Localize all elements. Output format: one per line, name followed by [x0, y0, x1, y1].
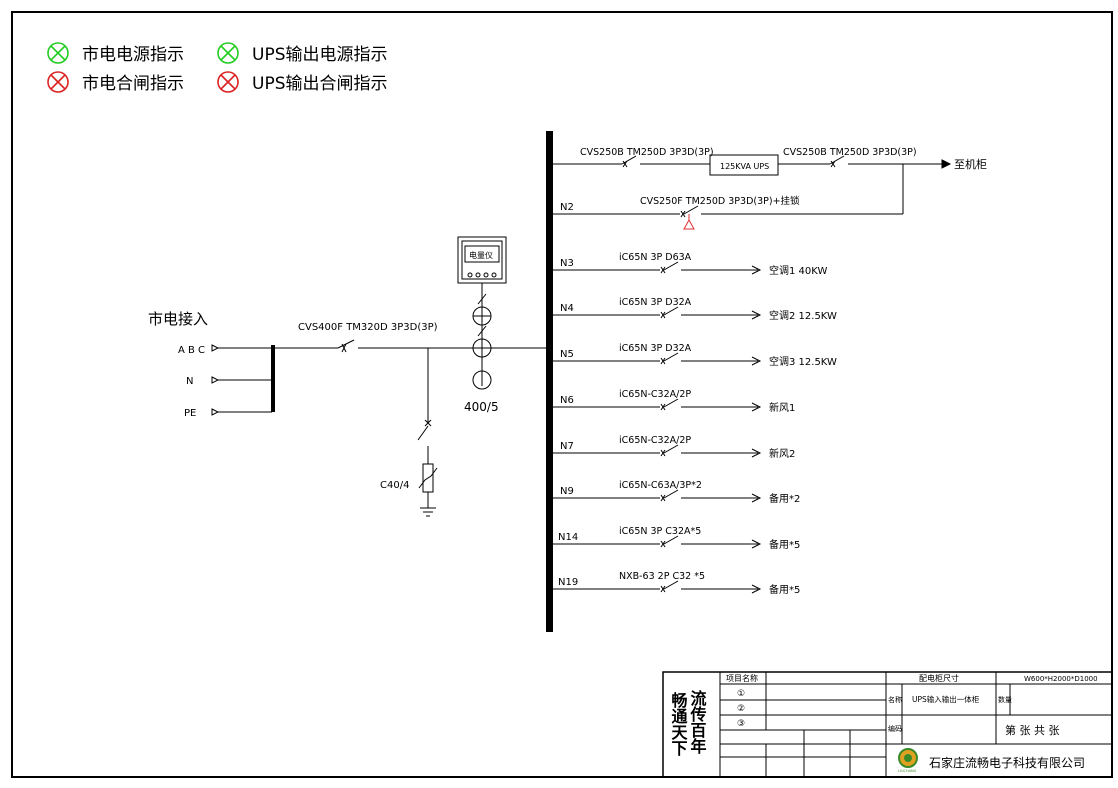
feeder-n5-wiring [553, 352, 762, 366]
sheet-label: 第 张 共 张 [1005, 723, 1060, 737]
ct-icon [472, 370, 492, 390]
legend-row-2: 市电合闸指示 UPS输出合闸指示 [46, 69, 410, 94]
meter-label: 电量仪 [469, 250, 493, 260]
feeder-n6-wiring [553, 398, 762, 412]
ups-input-breaker-label: CVS250B TM250D 3P3D(3P) [580, 147, 714, 158]
feeder-n3-load: 空调1 40KW [769, 264, 827, 277]
legend-item-ups-power: UPS输出电源指示 [216, 40, 388, 65]
incoming-title: 市电接入 [148, 310, 208, 328]
main-incoming-line [275, 339, 549, 353]
legend-item-mains-closed: 市电合闸指示 [46, 69, 184, 94]
ups-label: 125KVA UPS [720, 162, 769, 171]
feeder-n4-id: N4 [560, 303, 574, 314]
feeder-n19-breaker: NXB-63 2P C32 *5 [619, 571, 705, 582]
main-busbar [546, 131, 553, 632]
feeder-n7-id: N7 [560, 441, 574, 452]
power-meter [457, 236, 507, 386]
slogan-char: 畅通天下 [669, 691, 688, 757]
ct-icon [472, 338, 492, 358]
feeder-n6-load: 新风1 [769, 401, 795, 414]
item-header: 项目名称 [726, 673, 758, 683]
item-number: ③ [737, 719, 745, 729]
feeder-n2-wiring [553, 205, 903, 218]
incoming-busbar [271, 345, 275, 412]
ct-ratio-label: 400/5 [464, 400, 499, 414]
slogan-char: 流传百年 [688, 689, 708, 755]
feeder-n3-id: N3 [560, 258, 574, 269]
name-label: 名称 [888, 695, 902, 704]
feeder-n19-load: 备用*5 [769, 583, 800, 596]
indicator-lamp-icon [47, 70, 69, 93]
terminal-arrow-icon [211, 344, 220, 352]
terminal-arrow-icon [211, 408, 220, 416]
ups-output-breaker-label: CVS250B TM250D 3P3D(3P) [783, 147, 917, 158]
phase-label-n: N [186, 376, 193, 387]
feeder-n5-breaker: iC65N 3P D32A [619, 343, 692, 354]
legend-label: UPS输出电源指示 [252, 45, 388, 65]
legend-label: UPS输出合闸指示 [252, 74, 388, 94]
legend-item-mains-power: 市电电源指示 [46, 40, 184, 65]
surge-branch [417, 348, 438, 517]
title-block-grid [662, 671, 1113, 778]
incoming-terminals [211, 344, 272, 416]
indicator-lamp-icon [217, 70, 239, 93]
feeder-n3-breaker: iC65N 3P D63A [619, 252, 692, 263]
indicator-lamp-icon [217, 41, 239, 64]
feeder-n4-wiring [553, 306, 762, 320]
legend-label: 市电电源指示 [82, 45, 184, 65]
feeder-n5-load: 空调3 12.5KW [769, 355, 837, 368]
quantity-label: 数量 [998, 695, 1012, 704]
cabinet-size-label: 配电柜尺寸 [919, 673, 959, 683]
arrow-icon [941, 159, 952, 169]
feeder-n4-breaker: iC65N 3P D32A [619, 297, 692, 308]
code-label: 编码 [888, 724, 902, 733]
cabinet-size-value: W600*H2000*D1000 [1024, 675, 1098, 683]
ups-branch-wiring [553, 154, 952, 214]
item-number: ② [737, 704, 745, 714]
surge-breaker-label: C40/4 [380, 480, 409, 491]
legend-item-ups-closed: UPS输出合闸指示 [216, 69, 388, 94]
drawing-frame [11, 11, 1113, 778]
feeder-n4-load: 空调2 12.5KW [769, 309, 837, 322]
current-transformers [472, 293, 492, 390]
feeder-n6-breaker: iC65N-C32A/2P [619, 389, 691, 400]
terminal-arrow-icon [211, 376, 220, 384]
company-name: 石家庄流畅电子科技有限公司 [929, 755, 1085, 770]
main-breaker-label: CVS400F TM320D 3P3D(3P) [298, 322, 438, 333]
ups-destination-label: 至机柜 [954, 157, 987, 171]
phase-label-pe: PE [184, 408, 196, 419]
logo-text: LIUCHANG [898, 769, 917, 773]
surge-breaker-icon [417, 425, 429, 441]
feeder-n7-wiring [553, 444, 762, 458]
phase-label-abc: A B C [178, 345, 205, 356]
indicator-lamp-icon [47, 41, 69, 64]
feeder-n5-id: N5 [560, 349, 574, 360]
feeder-n9-load: 备用*2 [769, 492, 800, 505]
feeder-n19-id: N19 [558, 577, 578, 588]
feeder-n14-id: N14 [558, 532, 578, 543]
padlock-icon [683, 214, 695, 230]
feeder-n2-id: N2 [560, 202, 574, 213]
item-number: ① [737, 689, 745, 699]
feeder-n14-load: 备用*5 [769, 538, 800, 551]
feeder-n6-id: N6 [560, 395, 574, 406]
feeder-n2-breaker: CVS250F TM250D 3P3D(3P)+挂锁 [640, 195, 800, 207]
legend-row-1: 市电电源指示 UPS输出电源指示 [46, 40, 410, 65]
feeder-n14-breaker: iC65N 3P C32A*5 [619, 526, 701, 537]
feeder-n9-wiring [553, 489, 762, 503]
company-logo-icon [898, 748, 918, 768]
feeder-n14-wiring [553, 535, 762, 549]
feeder-n9-id: N9 [560, 486, 574, 497]
feeder-n7-load: 新风2 [769, 447, 795, 460]
name-value: UPS输入输出一体柜 [912, 694, 980, 704]
feeder-n9-breaker: iC65N-C63A/3P*2 [619, 480, 702, 491]
feeder-n19-wiring [553, 580, 762, 594]
feeder-n3-wiring [553, 261, 762, 275]
ups-unit [709, 154, 779, 176]
feeder-n7-breaker: iC65N-C32A/2P [619, 435, 691, 446]
legend-label: 市电合闸指示 [82, 74, 184, 94]
